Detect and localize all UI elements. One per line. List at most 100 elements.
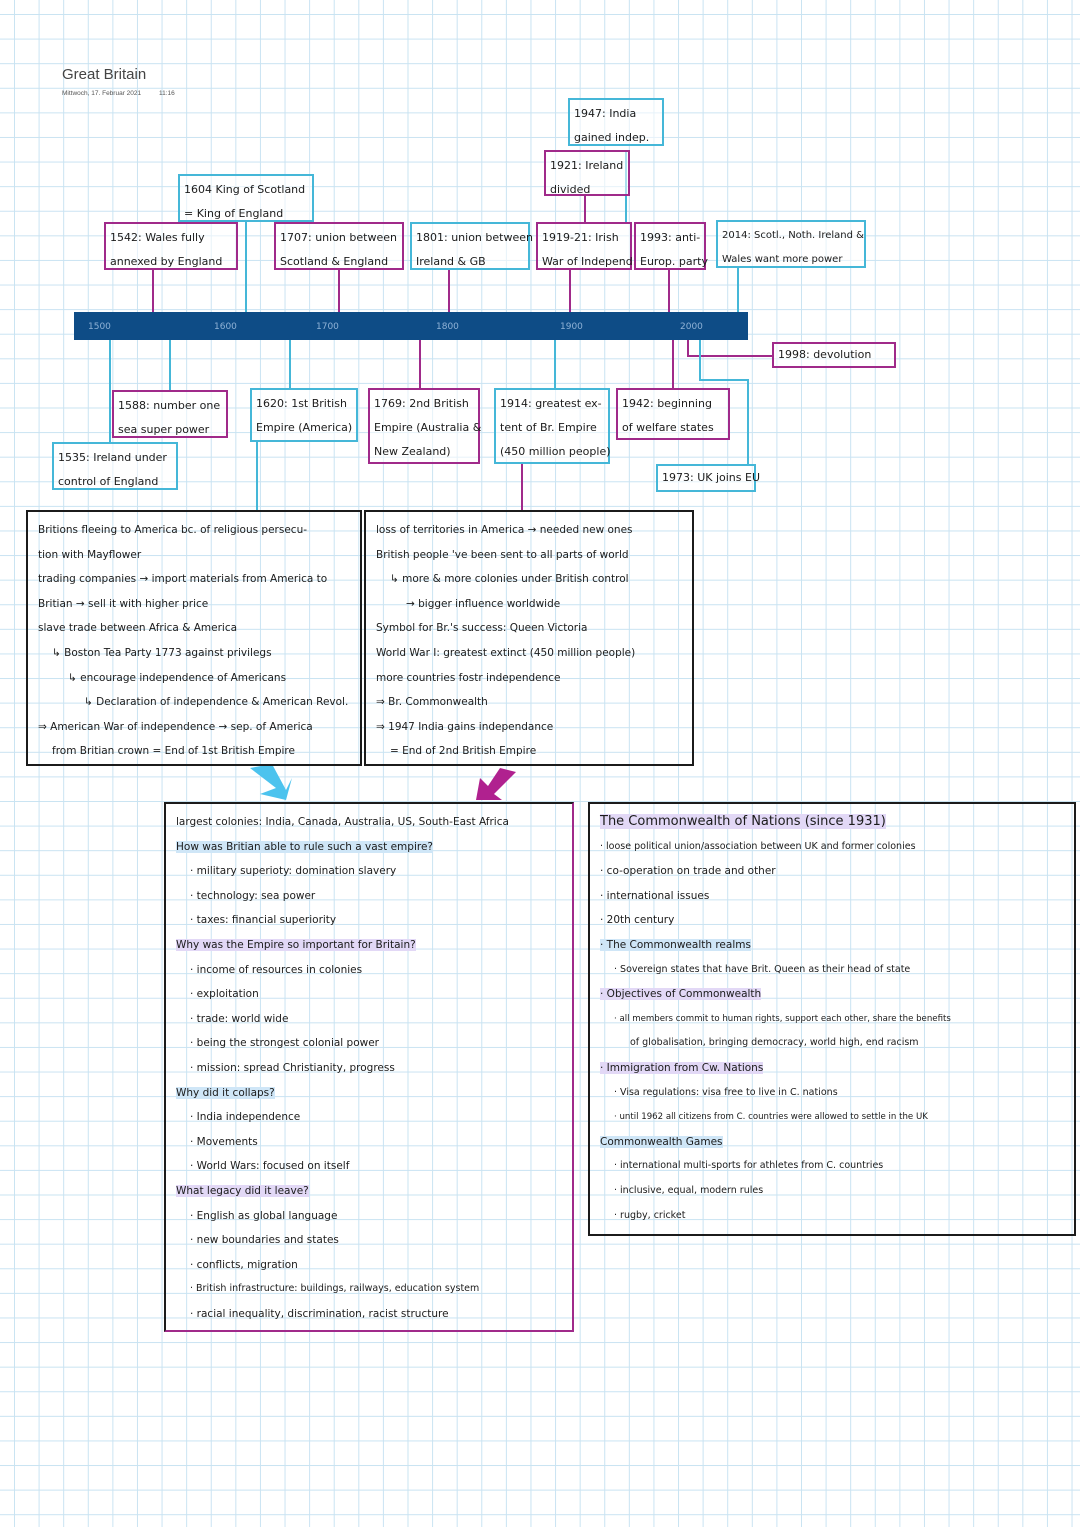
connector-1998 [687, 340, 772, 357]
note-line: · British infrastructure: buildings, rai… [190, 1283, 480, 1295]
event-line: sea super power [118, 423, 210, 436]
british-empire-note: largest colonies: India, Canada, Austral… [164, 802, 574, 1332]
note-line: · new boundaries and states [190, 1234, 339, 1247]
event-line: 1769: 2nd British [374, 397, 469, 410]
event-box-1604: 1604 King of Scotland = King of England [178, 174, 314, 222]
second-empire-note: loss of territories in America → needed … [364, 510, 694, 766]
event-line: 1921: Ireland [550, 159, 624, 172]
note-line: · trade: world wide [190, 1012, 289, 1025]
note-line: loss of territories in America → needed … [376, 524, 633, 536]
commonwealth-heading: Commonwealth Games [600, 1135, 723, 1148]
note-line: slave trade between Africa & America [38, 622, 238, 635]
event-line: War of Independ. [542, 255, 637, 268]
event-line: gained indep. [574, 131, 650, 144]
note-line: · all members commit to human rights, su… [614, 1013, 951, 1024]
event-box-1973: 1973: UK joins EU [656, 464, 761, 492]
note-line: · co-operation on trade and other [600, 865, 776, 878]
event-line: Ireland & GB [416, 255, 486, 268]
event-line: (450 million people) [500, 445, 611, 458]
note-line: · conflicts, migration [190, 1258, 298, 1271]
note-line: · exploitation [190, 988, 259, 1001]
note-line: tion with Mayflower [38, 548, 142, 561]
note-line: · loose political union/association betw… [600, 840, 916, 852]
commonwealth-heading: · The Commonwealth realms [600, 938, 751, 951]
note-line: · until 1962 all citizens from C. countr… [614, 1112, 928, 1123]
note-line: World War I: greatest extinct (450 milli… [376, 646, 636, 659]
note-line: Britian → sell it with higher price [38, 597, 209, 610]
note-line: · World Wars: focused on itself [190, 1160, 350, 1173]
event-line: 1588: number one [118, 399, 221, 412]
event-box-1535: 1535: Ireland under control of England [52, 442, 178, 490]
commonwealth-heading: · Objectives of Commonwealth [600, 988, 762, 1001]
event-line: 1998: devolution [778, 348, 872, 361]
event-line: 1942: beginning [622, 397, 712, 410]
event-line: 1947: India [574, 107, 637, 120]
event-box-1998: 1998: devolution [772, 342, 896, 368]
note-line: = End of 2nd British Empire [390, 745, 537, 758]
page-title: Great Britain [62, 66, 147, 83]
event-line: New Zealand) [374, 445, 451, 458]
note-line: more countries fostr independence [376, 671, 561, 684]
event-line: 1707: union between [280, 231, 397, 244]
note-line: · Sovereign states that have Brit. Queen… [614, 963, 911, 975]
arrow-second-to-empire [476, 768, 516, 800]
timeline-tick: 1500 [88, 322, 111, 332]
note-line: · income of resources in colonies [190, 963, 363, 976]
empire-question: Why did it collaps? [176, 1086, 275, 1099]
commonwealth-title: The Commonwealth of Nations (since 1931) [600, 814, 886, 829]
event-box-1947: 1947: India gained indep. [568, 98, 664, 146]
event-line: 1801: union between [416, 231, 533, 244]
event-line: 1542: Wales fully [110, 231, 205, 244]
note-line: · international issues [600, 889, 710, 902]
page-date: Mittwoch, 17. Februar 2021 [62, 90, 142, 97]
event-line: 1973: UK joins EU [662, 471, 761, 484]
note-line: · 20th century [600, 914, 675, 927]
note-line: ↳ encourage independence of Americans [68, 671, 287, 684]
event-box-1919: 1919-21: Irish War of Independ. [536, 222, 636, 270]
note-line: · inclusive, equal, modern rules [614, 1184, 764, 1196]
event-line: 1914: greatest ex- [500, 397, 602, 410]
note-line: ⇒ American War of independence → sep. of… [38, 720, 313, 733]
empire-question: What legacy did it leave? [176, 1184, 309, 1197]
note-line: · English as global language [190, 1209, 338, 1222]
event-line: annexed by England [110, 255, 223, 268]
note-line: · taxes: financial superiority [190, 914, 337, 927]
page-time: 11:16 [158, 90, 175, 97]
timeline-tick: 1800 [436, 322, 459, 332]
note-line: · Movements [190, 1135, 258, 1148]
timeline-tick: 1600 [214, 322, 237, 332]
event-box-1921: 1921: Ireland divided [544, 150, 630, 196]
event-line: = King of England [184, 207, 284, 220]
note-line: · technology: sea power [190, 889, 316, 902]
timeline-tick: 1900 [560, 322, 583, 332]
event-line: Scotland & England [280, 255, 389, 268]
event-box-1993: 1993: anti- Europ. party [634, 222, 708, 270]
note-line: Britions fleeing to America bc. of relig… [38, 524, 308, 536]
event-line: 1919-21: Irish [542, 231, 619, 244]
arrow-first-to-empire [250, 764, 292, 800]
note-line: from Britian crown = End of 1st British … [52, 745, 295, 758]
event-box-1914: 1914: greatest ex- tent of Br. Empire (4… [494, 388, 611, 464]
note-line: trading companies → import materials fro… [38, 573, 328, 586]
note-line: · rugby, cricket [614, 1209, 686, 1221]
note-line: ⇒ Br. Commonwealth [376, 696, 488, 709]
empire-question: Why was the Empire so important for Brit… [176, 938, 416, 951]
note-line: Symbol for Br.'s success: Queen Victoria [376, 622, 588, 635]
event-line: Empire (America) [256, 421, 353, 434]
event-line: 2014: Scotl., Noth. Ireland & [722, 230, 864, 241]
note-line: British people 've been sent to all part… [376, 548, 629, 561]
event-line: divided [550, 183, 591, 196]
note-line: · Visa regulations: visa free to live in… [614, 1086, 838, 1098]
empire-question: How was Britian able to rule such a vast… [176, 840, 433, 853]
first-empire-note: Britions fleeing to America bc. of relig… [26, 510, 362, 766]
note-line: of globalisation, bringing democracy, wo… [630, 1037, 919, 1049]
event-line: Empire (Australia & [374, 421, 482, 434]
timeline-tick: 1700 [316, 322, 339, 332]
note-line: · racial inequality, discrimination, rac… [190, 1307, 449, 1320]
event-line: tent of Br. Empire [500, 421, 597, 434]
event-line: of welfare states [622, 421, 714, 434]
commonwealth-note: The Commonwealth of Nations (since 1931)… [588, 802, 1076, 1236]
event-box-1542: 1542: Wales fully annexed by England [104, 222, 238, 270]
timeline-bar: 1500 1600 1700 1800 1900 2000 [74, 312, 748, 340]
event-box-1707: 1707: union between Scotland & England [274, 222, 404, 270]
